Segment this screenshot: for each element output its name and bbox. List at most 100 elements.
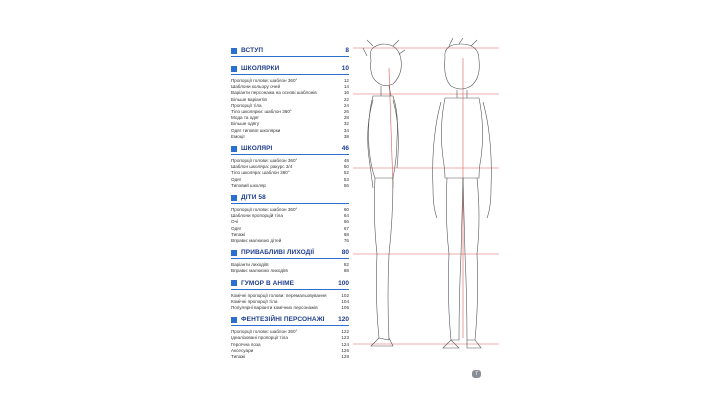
section-header[interactable]: ПРИВАБЛИВІ ЛИХОДІЇ 80 (231, 247, 349, 260)
entry-label: Ідеалізовані пропорції тіла (231, 335, 288, 341)
proportion-sketch-illustration (353, 37, 499, 362)
square-bullet-icon (231, 47, 237, 54)
toc-entry[interactable]: Варіанти лиходіїв 82 (231, 262, 349, 268)
entry-page: 124 (341, 341, 349, 347)
entry-label: Шаблони кольору очей (231, 84, 281, 90)
entry-page: 14 (343, 84, 349, 90)
entry-label: Варіанти лиходіїв (231, 262, 269, 268)
entry-page: 64 (343, 213, 349, 219)
entry-page: 82 (343, 262, 349, 268)
entry-page: 53 (343, 176, 349, 182)
entry-label: Більше варіантів (231, 96, 267, 102)
toc-entry[interactable]: Шаблони пропорцій тіла 64 (231, 213, 349, 219)
toc-entry[interactable]: Типовий школяр 56 (231, 183, 349, 189)
entry-label: Пропорції голови: шаблон 360° (231, 158, 298, 164)
entry-label: Типажі (231, 231, 246, 237)
toc-section: ГУМОР В АНІМЕ 100 Комічні пропорції голо… (231, 278, 349, 312)
entry-label: Шаблони пропорцій тіла (231, 213, 283, 219)
guide-lines (353, 47, 499, 345)
section-header[interactable]: ШКОЛЯРКИ 10 (231, 63, 349, 75)
entry-label: Більше одягу (231, 121, 260, 127)
toc-entry[interactable]: Мода та одяг 28 (231, 115, 349, 121)
entry-label: Очі (231, 219, 238, 225)
section-title: ШКОЛЯРКИ (241, 65, 280, 72)
section-page: 100 (338, 279, 349, 287)
section-title: ГУМОР В АНІМЕ (241, 279, 295, 287)
entry-label: Мода та одяг (231, 115, 260, 121)
toc-section: ШКОЛЯРКИ 10 Пропорції голови: шаблон 360… (231, 63, 349, 140)
entry-label: Тіло школярки: шаблон 360° (231, 109, 292, 115)
page-number-badge: 7 (472, 370, 481, 378)
section-header[interactable]: ВСТУП 8 (231, 45, 349, 57)
toc-entry[interactable]: Комічні пропорції тіла 104 (231, 299, 349, 305)
section-title: ШКОЛЯРІ (241, 145, 273, 153)
entry-page: 50 (343, 164, 349, 170)
toc-entry[interactable]: Більше одягу 32 (231, 121, 349, 127)
section-title: ПРИВАБЛИВІ ЛИХОДІЇ (241, 249, 315, 257)
toc-entry[interactable]: Тіло школярки: шаблон 360°26 (231, 109, 349, 115)
toc-section: ДІТИ 58 Пропорції голови: шаблон 360°60 … (231, 192, 349, 244)
square-bullet-icon (231, 280, 237, 287)
entry-page: 126 (341, 347, 349, 353)
toc-entry[interactable]: Одяг 53 (231, 177, 349, 183)
section-header[interactable]: ФЕНТЕЗІЙНІ ПЕРСОНАЖІ 120 (231, 314, 349, 327)
entry-page: 32 (343, 121, 349, 127)
entry-label: Одяг типової школярки (231, 127, 281, 133)
square-bullet-icon (231, 194, 237, 201)
entry-page: 52 (343, 170, 349, 176)
entry-label: Типовий школяр (231, 182, 266, 188)
toc-entry[interactable]: Тіло школяра: шаблон 360°52 (231, 170, 349, 176)
entry-label: Одяг (231, 176, 242, 182)
toc-entry[interactable]: Пропорції голови: шаблон 360°12 (231, 78, 349, 84)
section-title: ДІТИ 58 (241, 194, 266, 202)
toc-entry[interactable]: Пропорції голови: шаблон 360°60 (231, 207, 349, 213)
section-page: 8 (345, 47, 349, 54)
section-page: 10 (341, 65, 349, 72)
entry-page: 12 (343, 78, 349, 83)
section-page: 120 (338, 316, 349, 324)
section-page: 80 (341, 249, 349, 257)
entry-label: Варіанти персонажа на основі шаблонів (231, 90, 317, 96)
entry-label: Популярні варіанти комічних персонажів (231, 305, 318, 311)
toc-entry[interactable]: Пропорції голови: шаблон 360°48 (231, 158, 349, 164)
entry-page: 28 (343, 115, 349, 121)
section-header[interactable]: ГУМОР В АНІМЕ 100 (231, 278, 349, 290)
entry-label: Комічні пропорції тіла (231, 298, 278, 304)
toc-section: ШКОЛЯРІ 46 Пропорції голови: шаблон 360°… (231, 143, 349, 189)
entry-label: Типажі (231, 354, 246, 360)
section-title: ВСТУП (241, 47, 264, 54)
entry-page: 56 (343, 182, 349, 188)
toc-entry[interactable]: Очі 66 (231, 219, 349, 225)
entry-label: Комічні пропорції голови: перемальовуван… (231, 292, 327, 298)
section-header[interactable]: ДІТИ 58 (231, 192, 349, 205)
entry-page: 76 (343, 238, 349, 244)
toc-entry[interactable]: Шаблони кольору очей 14 (231, 84, 349, 90)
entry-page: 88 (343, 268, 349, 274)
toc-entry[interactable]: Пропорції голови: шаблон 360°122 (231, 329, 349, 335)
entry-label: Пропорції тіла (231, 102, 262, 108)
section-page: 46 (341, 145, 349, 153)
entry-label: Емоції (231, 133, 245, 139)
section-title: ФЕНТЕЗІЙНІ ПЕРСОНАЖІ (241, 316, 325, 324)
entry-page: 66 (343, 219, 349, 225)
entry-page: 122 (341, 329, 349, 335)
section-header[interactable]: ШКОЛЯРІ 46 (231, 143, 349, 156)
entry-page: 104 (341, 298, 349, 304)
square-bullet-icon (231, 145, 237, 152)
toc-entry[interactable]: Комічні пропорції голови: перемальовуван… (231, 293, 349, 299)
